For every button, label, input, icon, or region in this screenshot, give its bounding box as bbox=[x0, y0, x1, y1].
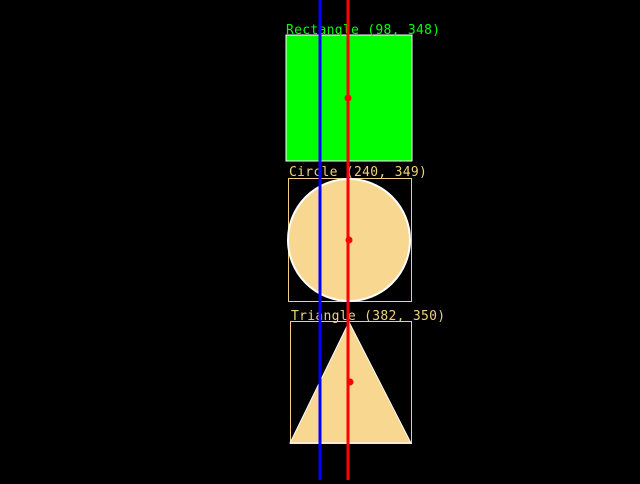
rectangle-centroid-dot bbox=[344, 94, 352, 102]
triangle-shape-group: Triangle (382, 350) bbox=[289, 309, 445, 444]
rectangle-label: Rectangle (98, 348) bbox=[286, 23, 440, 38]
circle-label: Circle (240, 349) bbox=[289, 165, 427, 180]
triangle-label: Triangle (382, 350) bbox=[291, 309, 445, 324]
circle-centroid-dot bbox=[345, 236, 353, 244]
circle-shape-group: Circle (240, 349) bbox=[287, 165, 427, 302]
rectangle-shape-group: Rectangle (98, 348) bbox=[285, 23, 440, 162]
triangle-centroid-dot bbox=[346, 378, 354, 386]
